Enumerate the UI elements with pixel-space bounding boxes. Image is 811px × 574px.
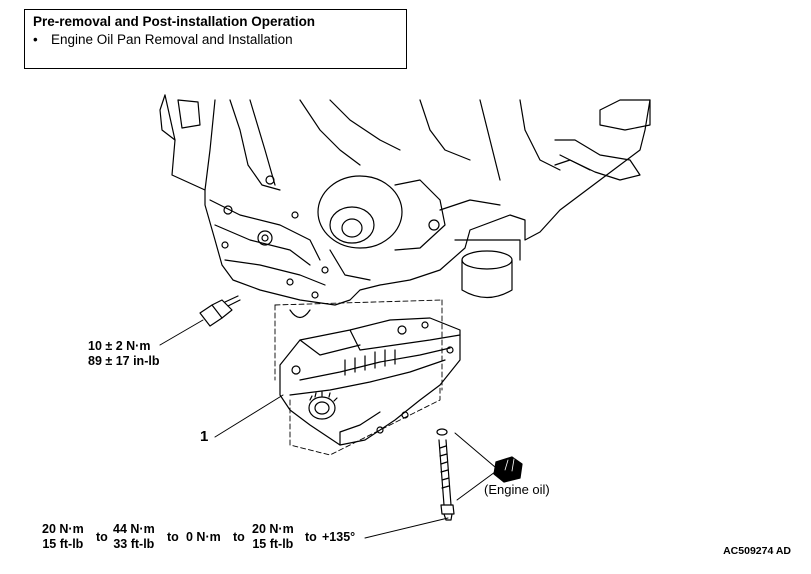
engine-oil-note: (Engine oil) xyxy=(484,482,550,497)
engine-block xyxy=(159,94,651,319)
balancer-module xyxy=(279,317,461,446)
sequence-separator: to xyxy=(96,530,108,544)
box-title: Pre-removal and Post-installation Operat… xyxy=(33,14,316,29)
bolt xyxy=(364,428,455,539)
sensor-torque-nm: 10 ± 2 N·m xyxy=(88,339,151,353)
oil-can-icon xyxy=(454,432,523,501)
alignment-guides xyxy=(274,299,443,456)
torque-step-1: 20 N·m 15 ft-lb xyxy=(42,522,84,551)
pre-removal-operation-box: Pre-removal and Post-installation Operat… xyxy=(24,9,407,69)
torque-step-4: 20 N·m 15 ft-lb xyxy=(252,522,294,551)
torque-step-3: 0 N·m xyxy=(186,530,221,544)
oil-pressure-sensor xyxy=(159,295,241,346)
box-item: • Engine Oil Pan Removal and Installation xyxy=(33,31,398,48)
sequence-separator: to xyxy=(167,530,179,544)
torque-step-2: 44 N·m 33 ft-lb xyxy=(113,522,155,551)
sensor-torque-inlb: 89 ± 17 in-lb xyxy=(88,354,160,368)
box-item-text: Engine Oil Pan Removal and Installation xyxy=(51,32,293,47)
bullet-icon: • xyxy=(33,32,38,47)
figure-code: AC509274 AD xyxy=(723,545,791,557)
torque-step-5: +135° xyxy=(322,530,356,544)
sequence-separator: to xyxy=(233,530,245,544)
callout-1: 1 xyxy=(200,428,209,445)
callout-1-leader xyxy=(214,394,284,438)
sequence-separator: to xyxy=(305,530,317,544)
